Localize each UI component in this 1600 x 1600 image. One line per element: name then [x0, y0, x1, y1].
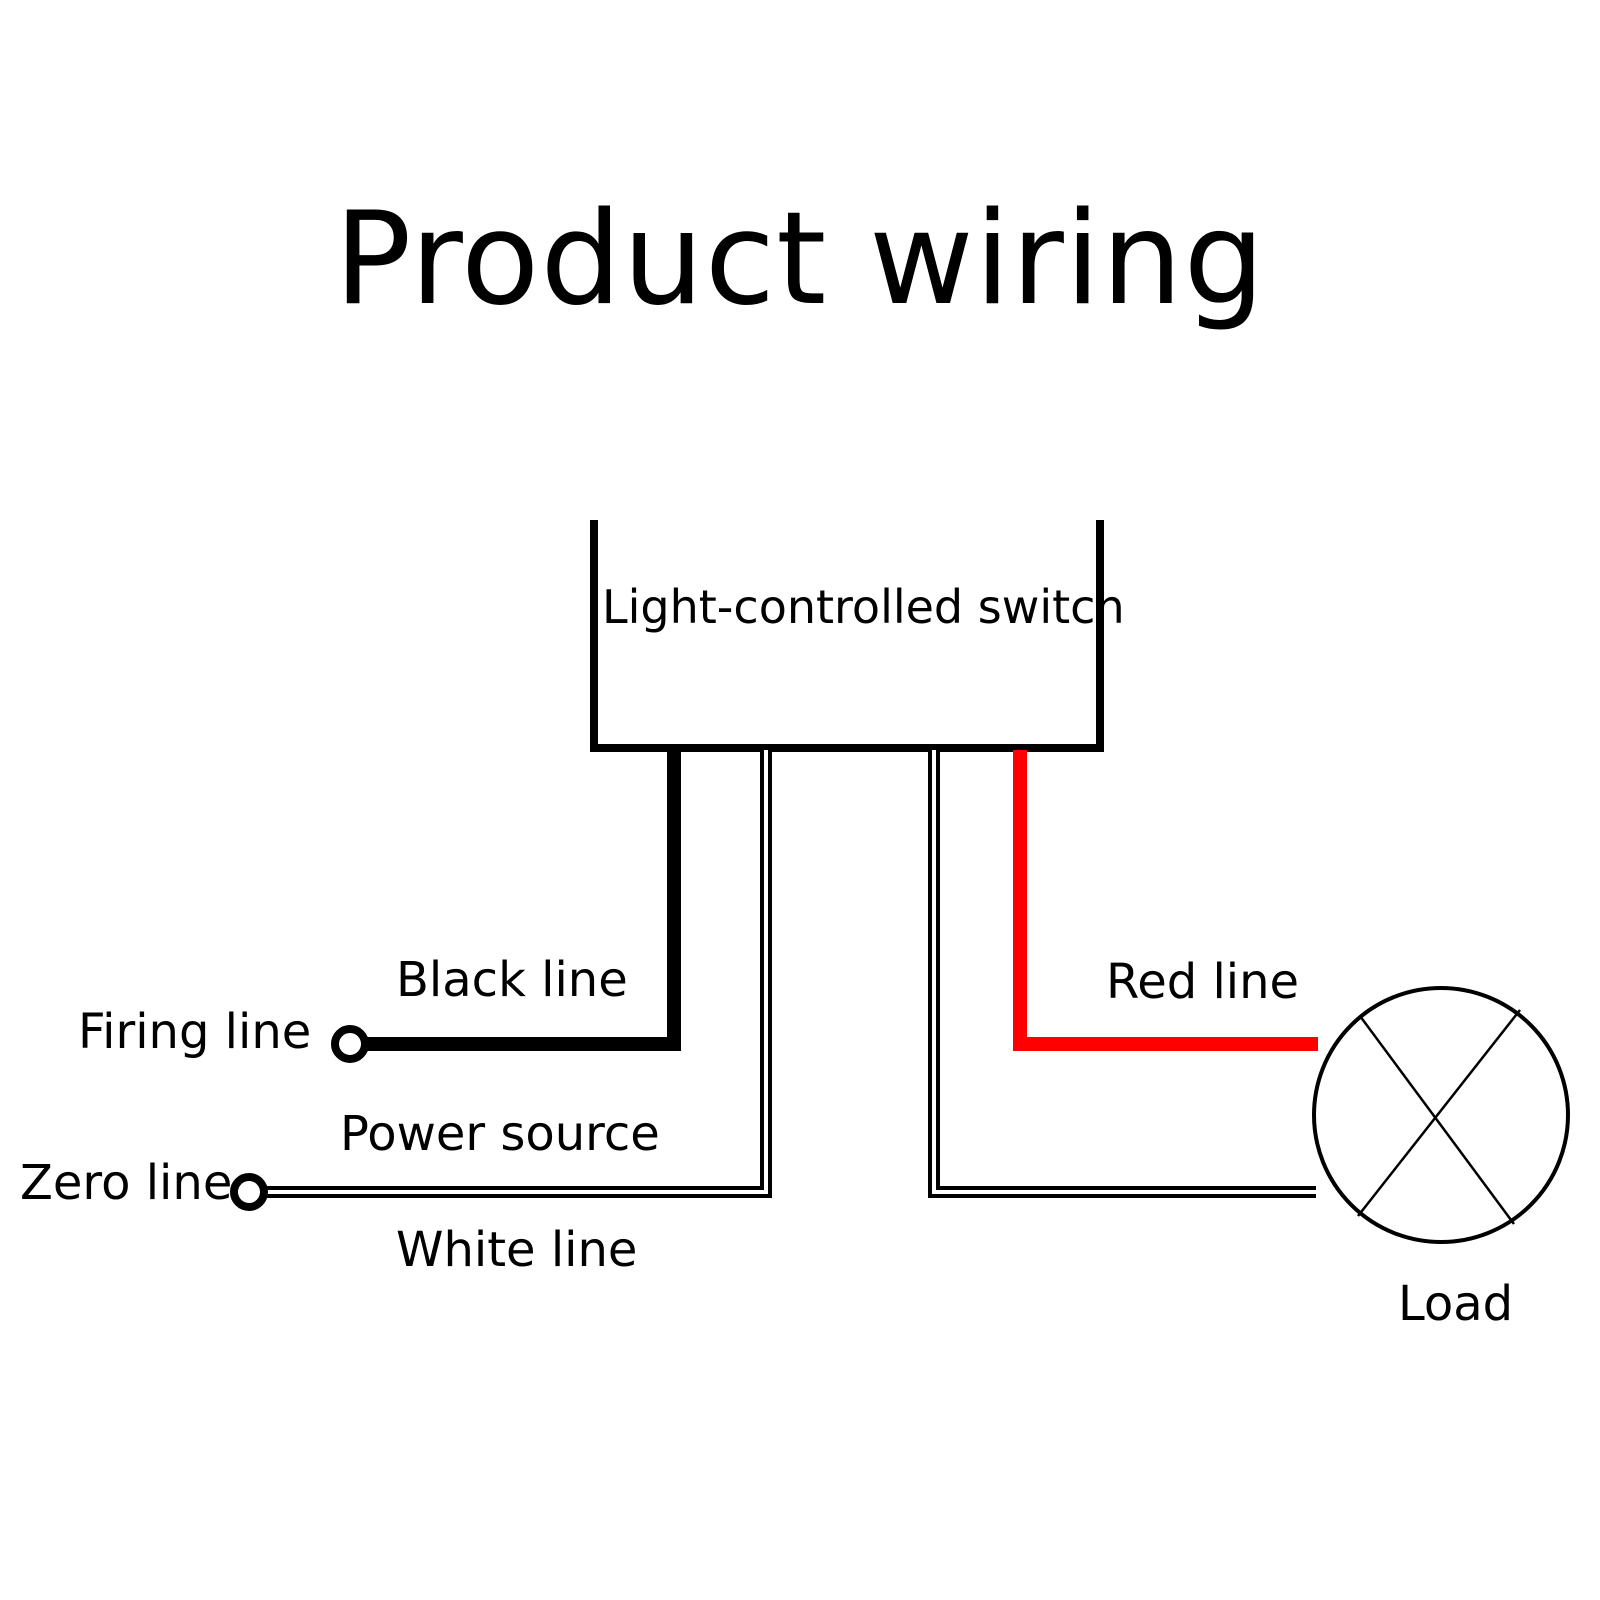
black-wire — [350, 748, 681, 1051]
red-line-label: Red line — [1106, 954, 1300, 1010]
load-lamp-icon — [1312, 986, 1570, 1244]
page-title: Product wiring — [334, 185, 1266, 334]
load-label: Load — [1398, 1276, 1514, 1332]
firing-line-terminal — [331, 1025, 369, 1063]
zero-line-label: Zero line — [20, 1155, 233, 1211]
black-line-label: Black line — [396, 952, 628, 1008]
switch-label: Light-controlled switch — [602, 580, 1125, 634]
firing-line-label: Firing line — [78, 1004, 312, 1060]
power-source-label: Power source — [340, 1106, 660, 1162]
white-line-label: White line — [396, 1222, 638, 1278]
switch-box — [590, 520, 1104, 752]
zero-line-terminal — [230, 1173, 268, 1211]
red-wire — [1013, 750, 1318, 1051]
